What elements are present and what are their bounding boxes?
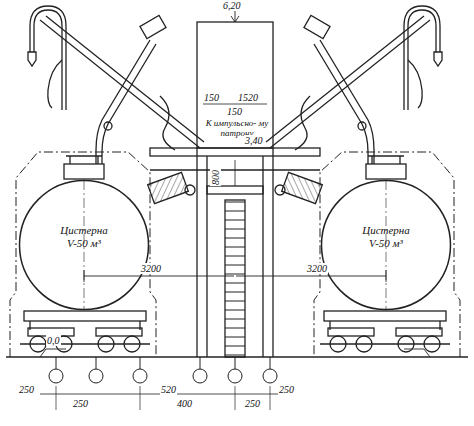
dimension-label: 800	[210, 169, 221, 186]
dimension-label: 150	[203, 92, 220, 103]
tank-label: V-50 м³	[320, 237, 452, 250]
dimension-label: 250	[244, 398, 261, 409]
dimension-label: 400	[176, 398, 193, 409]
dimension-label: 3200	[306, 263, 328, 274]
tank-label: Цистерна	[320, 224, 452, 237]
elevation-label: 0,0	[46, 335, 61, 346]
dimension-label: 250	[278, 384, 295, 395]
dimension-label: 250	[18, 384, 35, 395]
tank-circle: ЦистернаV-50 м³	[18, 179, 150, 311]
dimension-label: 1520	[237, 92, 259, 103]
dimension-label: 250	[72, 398, 89, 409]
tank-label: V-50 м³	[18, 237, 150, 250]
tank-circle: ЦистернаV-50 м³	[320, 179, 452, 311]
elevation-label: 3,40	[244, 135, 264, 146]
dimension-label: 6,20	[222, 0, 242, 11]
tank-label: Цистерна	[18, 224, 150, 237]
dimension-label: 150	[226, 106, 243, 117]
dimension-label: 3200	[140, 263, 162, 274]
dimension-label: 520	[160, 384, 177, 395]
